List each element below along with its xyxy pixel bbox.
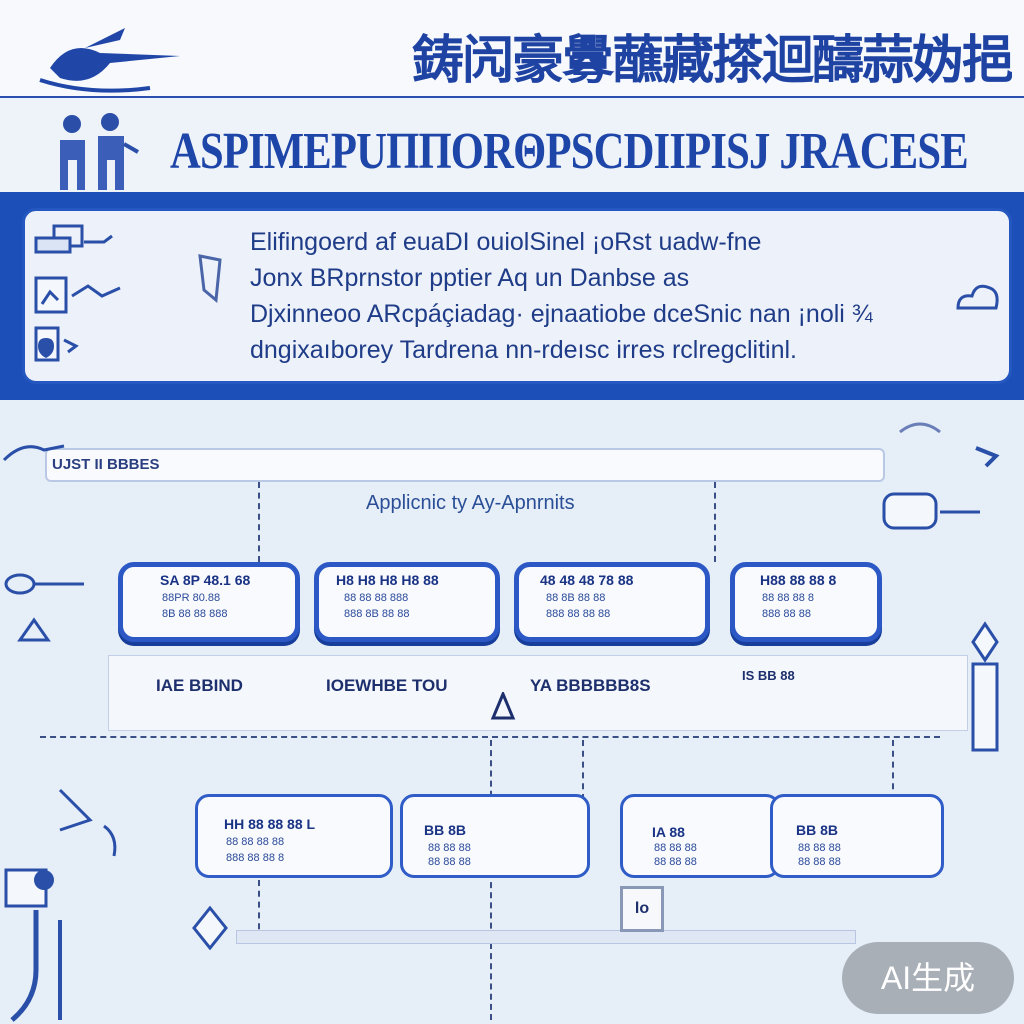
card-subtitle: 88 88 88 88 [226,836,285,848]
applications-label: Applicnic ty Ay-Apnrnits [366,492,575,514]
card-subtitle: 888 8B 88 88 [344,608,410,620]
connector-line [892,740,894,800]
card-title: 48 48 48 78 88 [540,572,634,588]
process-card-5[interactable] [195,794,393,878]
card-title: BB 8B [796,822,839,838]
connector-line [714,482,716,562]
card-subtitle: 88 88 88 [798,856,841,868]
card-subtitle: 888 88 88 [762,608,811,620]
card-subtitle: 888 88 88 8 [226,852,285,864]
process-card-1[interactable] [118,562,300,642]
arrow-up-icon [490,692,516,720]
stage-label: IOEWHBE TOU [326,676,448,695]
info-panel [22,208,1012,384]
card-subtitle: 88 88 88 [798,842,841,854]
computer-icon [34,224,113,254]
list-bar-label: UJST II BBBES [52,456,160,473]
bottle-icon [971,621,999,752]
hand-icon [882,422,1000,530]
ai-generated-badge: AI生成 [842,942,1014,1014]
card-title: BB 8B [424,822,467,838]
card-subtitle: 88PR 80.88 [162,592,221,604]
page-title-cjk: 鋳闶豪釁蘸藏搽迴醻蒜妫挹慢 [412,31,1012,91]
connector-line [40,736,940,738]
stage-label: IS BB 88 [742,668,795,683]
info-line-3: Djxinneoo ARcpáçiadag· ejnaatiobe dceSni… [250,300,873,328]
person-tools-icon [4,788,117,1022]
connector-line [582,740,584,800]
shield-icon [34,326,79,362]
card-subtitle: 888 88 88 88 [546,608,611,620]
stage-row [108,655,968,731]
card-title: HH 88 88 88 L [224,816,316,832]
bird-icon [2,444,65,462]
card-subtitle: 88 88 88 [654,842,697,854]
small-box[interactable]: lo [620,886,664,932]
cloud-icon [956,284,999,310]
bookmark-icon [198,254,222,303]
connector-line [490,740,492,1020]
info-line-4: dngixaıborey Tardrena nn-rdeısc irres rc… [250,336,797,364]
diamond-icon [192,906,228,950]
info-line-1: Elifingoerd af euaDI ouiolSinel ¡oRst ua… [250,228,762,256]
process-card-7[interactable] [620,794,780,878]
base-bar [236,930,856,944]
card-subtitle: 8B 88 88 888 [162,608,228,620]
card-subtitle: 88 88 88 [654,856,697,868]
card-subtitle: 88 88 88 888 [344,592,409,604]
people-icon [60,113,139,190]
key-icon [4,573,84,642]
card-subtitle: 88 88 88 8 [762,592,814,604]
list-bar [45,448,885,482]
card-title: H8 H8 H8 H8 88 [336,572,439,588]
process-card-4[interactable] [730,562,882,642]
connector-line [258,482,260,562]
document-chart-icon [34,276,121,314]
card-subtitle: 88 88 88 [428,856,471,868]
process-card-8[interactable] [770,794,944,878]
card-subtitle: 88 88 88 [428,842,471,854]
card-title: IA 88 [652,824,685,840]
card-subtitle: 88 8B 88 88 [546,592,606,604]
stage-label: YA BBBBBB8S [530,676,651,695]
page-title-en: ASPIMEPUΠΠΟRΘPSCDIIPISJ JRACESE [170,123,969,180]
card-title: SA 8P 48.1 68 [160,572,251,588]
info-line-2: Jonx BRprnstor pptier Aq un Danbse as [250,264,690,292]
stage-label: IAE BBIND [156,676,243,695]
connector-line [258,880,260,940]
process-card-3[interactable] [514,562,710,642]
card-title: H88 88 88 8 [760,572,837,588]
side-icons [34,224,121,362]
process-card-2[interactable] [314,562,500,642]
flying-figure-logo-icon [39,28,180,93]
process-card-6[interactable] [400,794,590,878]
header-band [0,0,1024,98]
